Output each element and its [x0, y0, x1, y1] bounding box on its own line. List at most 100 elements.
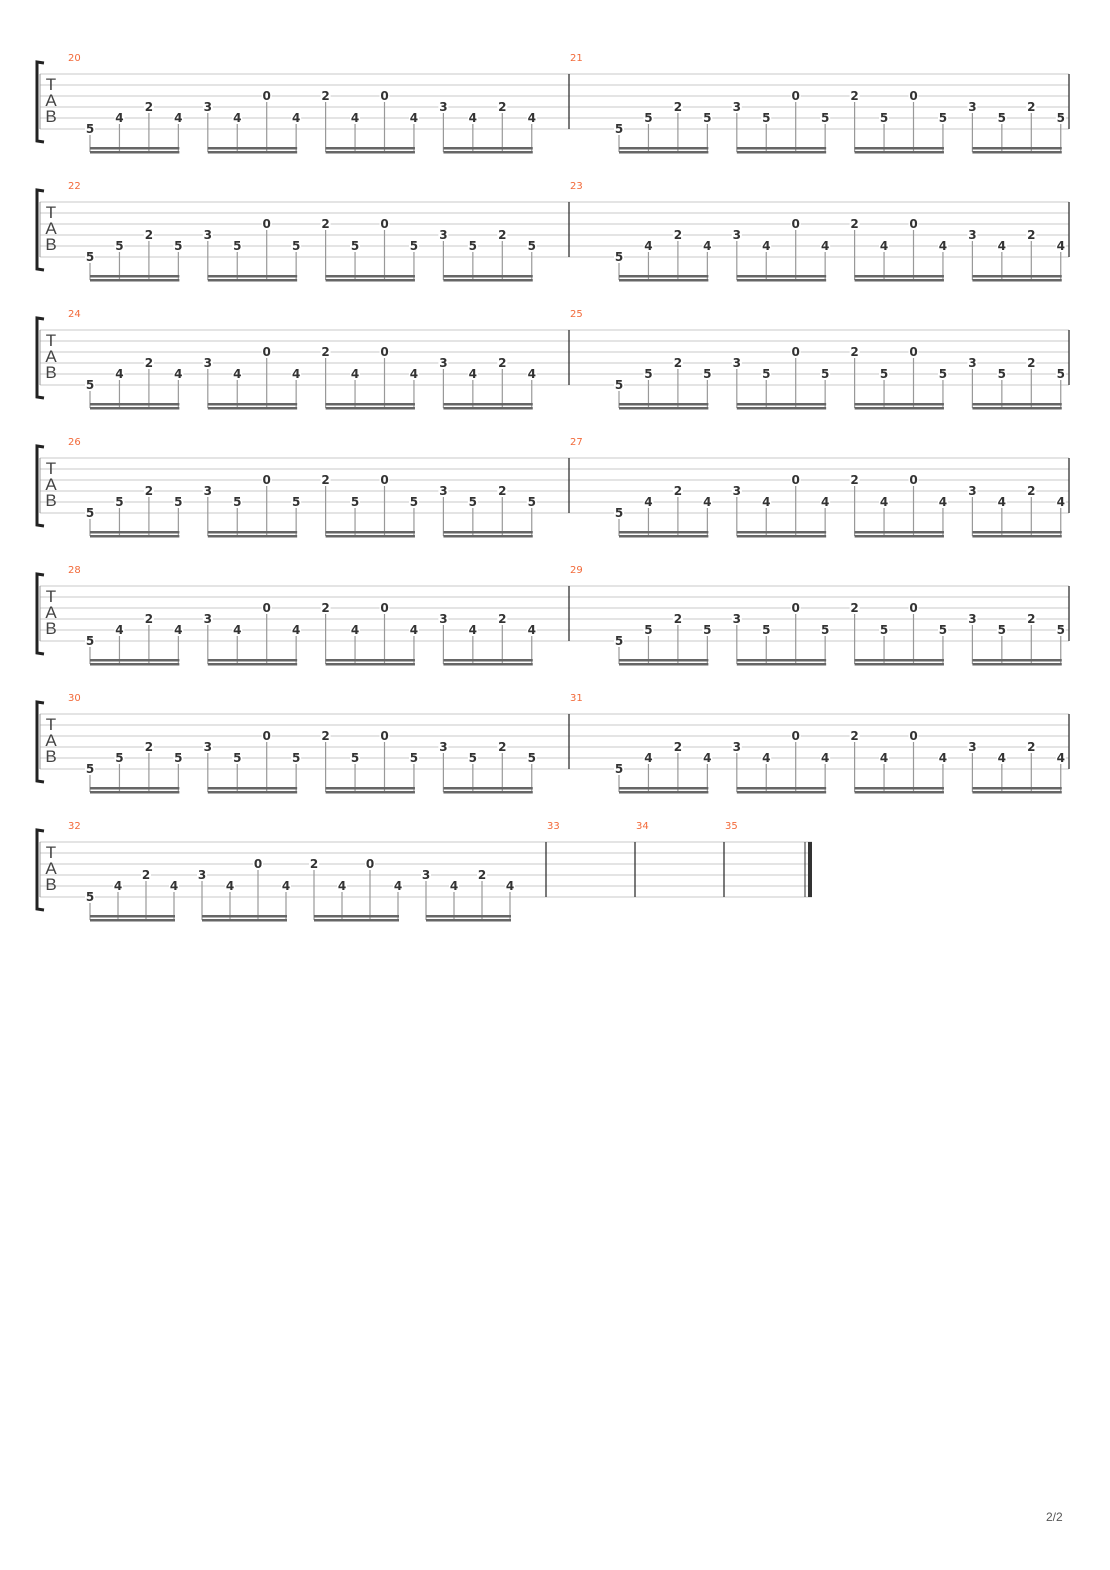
- fret-number: 5: [615, 250, 623, 264]
- note-background: [320, 90, 331, 102]
- beam-secondary: [90, 663, 180, 666]
- fret-number: 5: [469, 495, 477, 509]
- beam-primary: [90, 915, 175, 918]
- beam-primary: [443, 275, 533, 278]
- fret-number: 0: [909, 473, 917, 487]
- system-bracket: [35, 60, 45, 144]
- note-background: [996, 240, 1007, 252]
- fret-number: 2: [145, 228, 153, 242]
- beam-primary: [325, 659, 415, 662]
- measure-number: 22: [68, 181, 81, 192]
- note-background: [408, 496, 419, 508]
- note-background: [197, 869, 207, 881]
- fret-number: 2: [142, 868, 150, 882]
- note-background: [761, 112, 772, 124]
- note-background: [996, 496, 1007, 508]
- tab-clef-letter: T: [46, 587, 56, 606]
- note-background: [408, 112, 419, 124]
- beam-primary: [736, 403, 827, 406]
- note-background: [291, 496, 302, 508]
- fret-number: 5: [615, 634, 623, 648]
- beam-secondary: [972, 791, 1062, 794]
- fret-number: 5: [115, 495, 123, 509]
- note-background: [202, 101, 213, 113]
- beam-primary: [619, 275, 709, 278]
- fret-number: 0: [792, 473, 800, 487]
- note-background: [761, 240, 772, 252]
- beam-primary: [736, 787, 827, 790]
- beam-secondary: [854, 151, 944, 154]
- fret-number: 5: [615, 122, 623, 136]
- fret-number: 5: [86, 378, 94, 392]
- beam-secondary: [443, 151, 533, 154]
- fret-number: 0: [792, 729, 800, 743]
- note-background: [614, 251, 624, 263]
- system-bracket: [35, 188, 45, 272]
- note-background: [937, 240, 948, 252]
- measure-number: 30: [68, 693, 81, 704]
- note-background: [320, 218, 331, 230]
- note-background: [320, 602, 331, 614]
- fret-number: 0: [909, 729, 917, 743]
- beam-primary: [854, 275, 944, 278]
- beam-secondary: [972, 279, 1062, 282]
- note-background: [702, 368, 713, 380]
- tab-clef-letter: T: [46, 203, 56, 222]
- note-background: [1055, 624, 1066, 636]
- beam-secondary: [619, 663, 709, 666]
- note-background: [350, 496, 361, 508]
- beam-primary: [90, 275, 180, 278]
- note-background: [996, 624, 1007, 636]
- beam-secondary: [972, 407, 1062, 410]
- fret-number: 5: [703, 623, 711, 637]
- fret-number: 5: [292, 495, 300, 509]
- note-background: [232, 496, 243, 508]
- fret-number: 3: [204, 740, 212, 754]
- note-background: [253, 858, 263, 870]
- fret-number: 2: [498, 356, 506, 370]
- note-background: [202, 741, 213, 753]
- note-background: [1055, 240, 1066, 252]
- note-background: [526, 752, 537, 764]
- fret-number: 4: [1057, 751, 1065, 765]
- fret-number: 0: [380, 345, 388, 359]
- note-background: [996, 368, 1007, 380]
- beam-primary: [207, 147, 298, 150]
- fret-number: 4: [469, 367, 477, 381]
- tab-clef-letter: B: [45, 235, 56, 254]
- note-background: [879, 624, 890, 636]
- beam-secondary: [207, 663, 298, 666]
- beam-primary: [972, 275, 1062, 278]
- fret-number: 4: [703, 751, 711, 765]
- beam-primary: [972, 147, 1062, 150]
- note-background: [350, 112, 361, 124]
- fret-number: 5: [1057, 111, 1065, 125]
- note-background: [141, 869, 151, 881]
- beam-secondary: [325, 407, 415, 410]
- fret-number: 4: [880, 495, 888, 509]
- tab-clef-letter: T: [46, 715, 56, 734]
- fret-number: 5: [528, 495, 536, 509]
- fret-number: 0: [254, 857, 262, 871]
- beam-primary: [854, 403, 944, 406]
- beam-secondary: [619, 535, 709, 538]
- fret-number: 5: [469, 751, 477, 765]
- note-background: [438, 101, 449, 113]
- note-background: [408, 368, 419, 380]
- fret-number: 2: [1027, 484, 1035, 498]
- note-background: [731, 101, 742, 113]
- note-background: [309, 858, 319, 870]
- fret-number: 3: [968, 356, 976, 370]
- beam-secondary: [736, 151, 827, 154]
- fret-number: 3: [968, 612, 976, 626]
- note-background: [967, 741, 978, 753]
- tab-clef-letter: A: [45, 475, 57, 494]
- measure-number: 23: [570, 181, 583, 192]
- tab-clef-letter: B: [45, 107, 56, 126]
- note-background: [350, 368, 361, 380]
- note-background: [1055, 112, 1066, 124]
- fret-number: 5: [644, 367, 652, 381]
- note-background: [643, 368, 654, 380]
- fret-number: 5: [115, 751, 123, 765]
